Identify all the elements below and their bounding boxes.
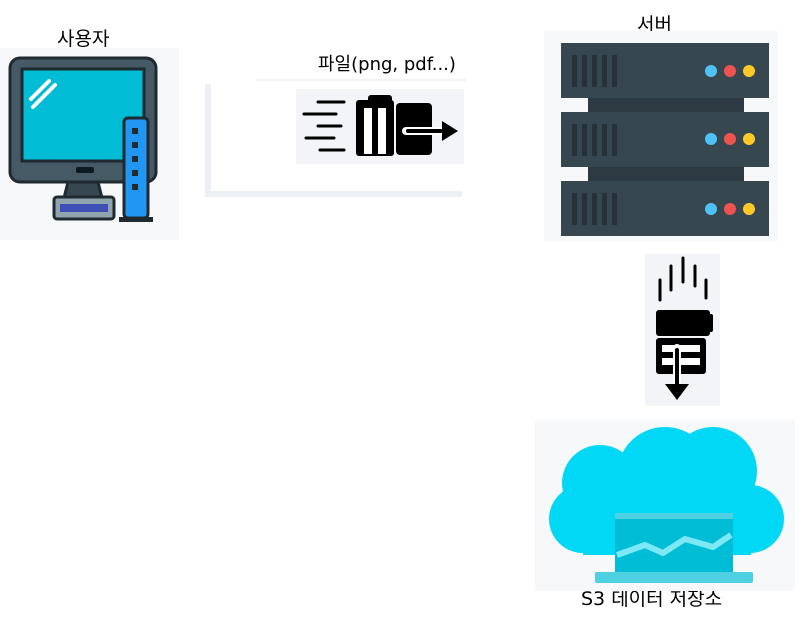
server-label: 서버	[637, 14, 672, 36]
user-label: 사용자	[57, 28, 110, 50]
file-label: 파일(png, pdf...)	[318, 54, 456, 75]
server-rack-icon	[561, 43, 769, 236]
connector-bracket	[205, 79, 466, 197]
cloud-storage-icon	[549, 427, 784, 583]
file-send-icon	[302, 95, 458, 156]
desktop-computer-icon	[8, 56, 158, 222]
storage-label: S3 데이터 저장소	[581, 588, 723, 610]
file-upload-icon	[656, 256, 713, 400]
